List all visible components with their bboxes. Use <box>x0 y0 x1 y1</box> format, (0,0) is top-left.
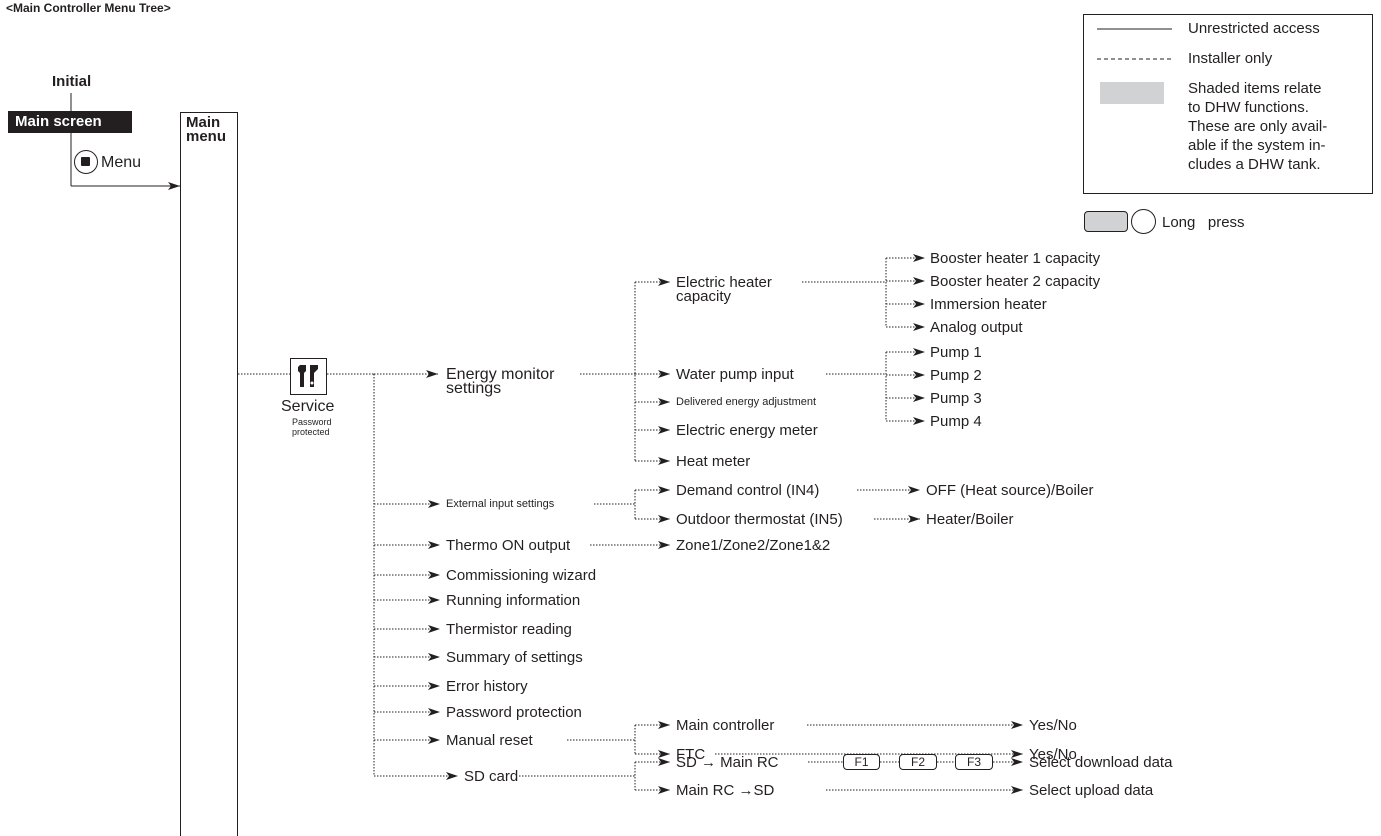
main-menu-column <box>180 112 238 836</box>
electric-heater-capacity-line-2: capacity <box>676 288 732 305</box>
delivered-energy-adjustment: Delivered energy adjustment <box>676 396 817 408</box>
off-heat-source-boiler: OFF (Heat source)/Boiler <box>926 482 1094 499</box>
f1-key: F1 <box>843 754 880 770</box>
manual-reset-main-controller-yes-no: Yes/No <box>1029 717 1077 734</box>
energy-monitor-settings-line-2: settings <box>446 380 502 397</box>
pump-4: Pump 4 <box>930 413 982 430</box>
legend-box <box>1083 14 1373 194</box>
legend-shaded-line-5: cludes a DHW tank. <box>1188 156 1321 173</box>
main-rc-to-sd: Main RC →SD <box>676 782 775 799</box>
legend-unrestricted: Unrestricted access <box>1188 20 1320 37</box>
password-protection: Password protection <box>446 704 582 721</box>
sd-card: SD card <box>464 768 519 785</box>
pump-3: Pump 3 <box>930 390 982 407</box>
commissioning-wizard: Commissioning wizard <box>446 567 597 584</box>
manual-reset-ftc-yes-no: Yes/No <box>1029 746 1077 763</box>
long-press-button-icon <box>1084 211 1128 232</box>
legend-shaded-line-2: to DHW functions. <box>1188 99 1309 116</box>
heat-meter: Heat meter <box>676 453 751 470</box>
legend-shaded-line-3: These are only avail- <box>1188 118 1328 135</box>
analog-output: Analog output <box>930 319 1023 336</box>
password-protected-line-1: Password <box>292 417 332 427</box>
immersion-heater: Immersion heater <box>930 296 1047 313</box>
diagram-title: <Main Controller Menu Tree> <box>6 1 171 15</box>
electric-heater-capacity-line-1: Electric heater <box>676 274 772 291</box>
initial-label: Initial <box>52 73 92 90</box>
main-screen-node <box>8 111 132 133</box>
main-controller: Main controller <box>676 717 775 734</box>
water-pump-input: Water pump input <box>676 366 794 383</box>
service-wrench-icon <box>290 358 327 395</box>
legend-shaded-line-1: Shaded items relate <box>1188 80 1322 97</box>
main-screen-label: Main screen <box>15 113 102 130</box>
menu-label: Menu <box>101 154 142 171</box>
running-information: Running information <box>446 592 581 609</box>
thermo-on-output: Thermo ON output <box>446 537 571 554</box>
menu-button-icon <box>74 150 98 174</box>
demand-control: Demand control (IN4) <box>676 482 820 499</box>
pump-1: Pump 1 <box>930 344 982 361</box>
error-history: Error history <box>446 678 528 695</box>
energy-monitor-settings-line-1: Energy monitor <box>446 366 555 383</box>
password-protected-line-2: protected <box>292 427 330 437</box>
legend-shade-swatch <box>1100 82 1164 104</box>
f3-key: F3 <box>955 754 993 770</box>
f2-key: F2 <box>899 754 937 770</box>
thermistor-reading: Thermistor reading <box>446 621 572 638</box>
electric-energy-meter: Electric energy meter <box>676 422 818 439</box>
manual-reset: Manual reset <box>446 732 533 749</box>
sd-to-main-rc: SD → Main RC <box>676 754 779 771</box>
select-upload-data: Select upload data <box>1029 782 1154 799</box>
outdoor-thermostat: Outdoor thermostat (IN5) <box>676 511 843 528</box>
heater-boiler: Heater/Boiler <box>926 511 1014 528</box>
service-label: Service <box>281 398 335 415</box>
long-press-label: Long press <box>1162 214 1245 231</box>
summary-of-settings: Summary of settings <box>446 649 583 666</box>
legend-shaded-line-4: able if the system in- <box>1188 137 1326 154</box>
pump-2: Pump 2 <box>930 367 982 384</box>
ftc: FTC <box>676 746 706 763</box>
external-input-settings: External input settings <box>446 498 555 510</box>
booster-heater-2-capacity: Booster heater 2 capacity <box>930 273 1101 290</box>
main-menu-label-2: menu <box>186 128 227 145</box>
long-press-circle-icon <box>1131 209 1156 234</box>
zone-options: Zone1/Zone2/Zone1&2 <box>676 537 831 554</box>
main-menu-label-1: Main <box>186 114 221 131</box>
select-download-data: Select download data <box>1029 754 1173 771</box>
booster-heater-1-capacity: Booster heater 1 capacity <box>930 250 1101 267</box>
legend-installer: Installer only <box>1188 50 1273 67</box>
